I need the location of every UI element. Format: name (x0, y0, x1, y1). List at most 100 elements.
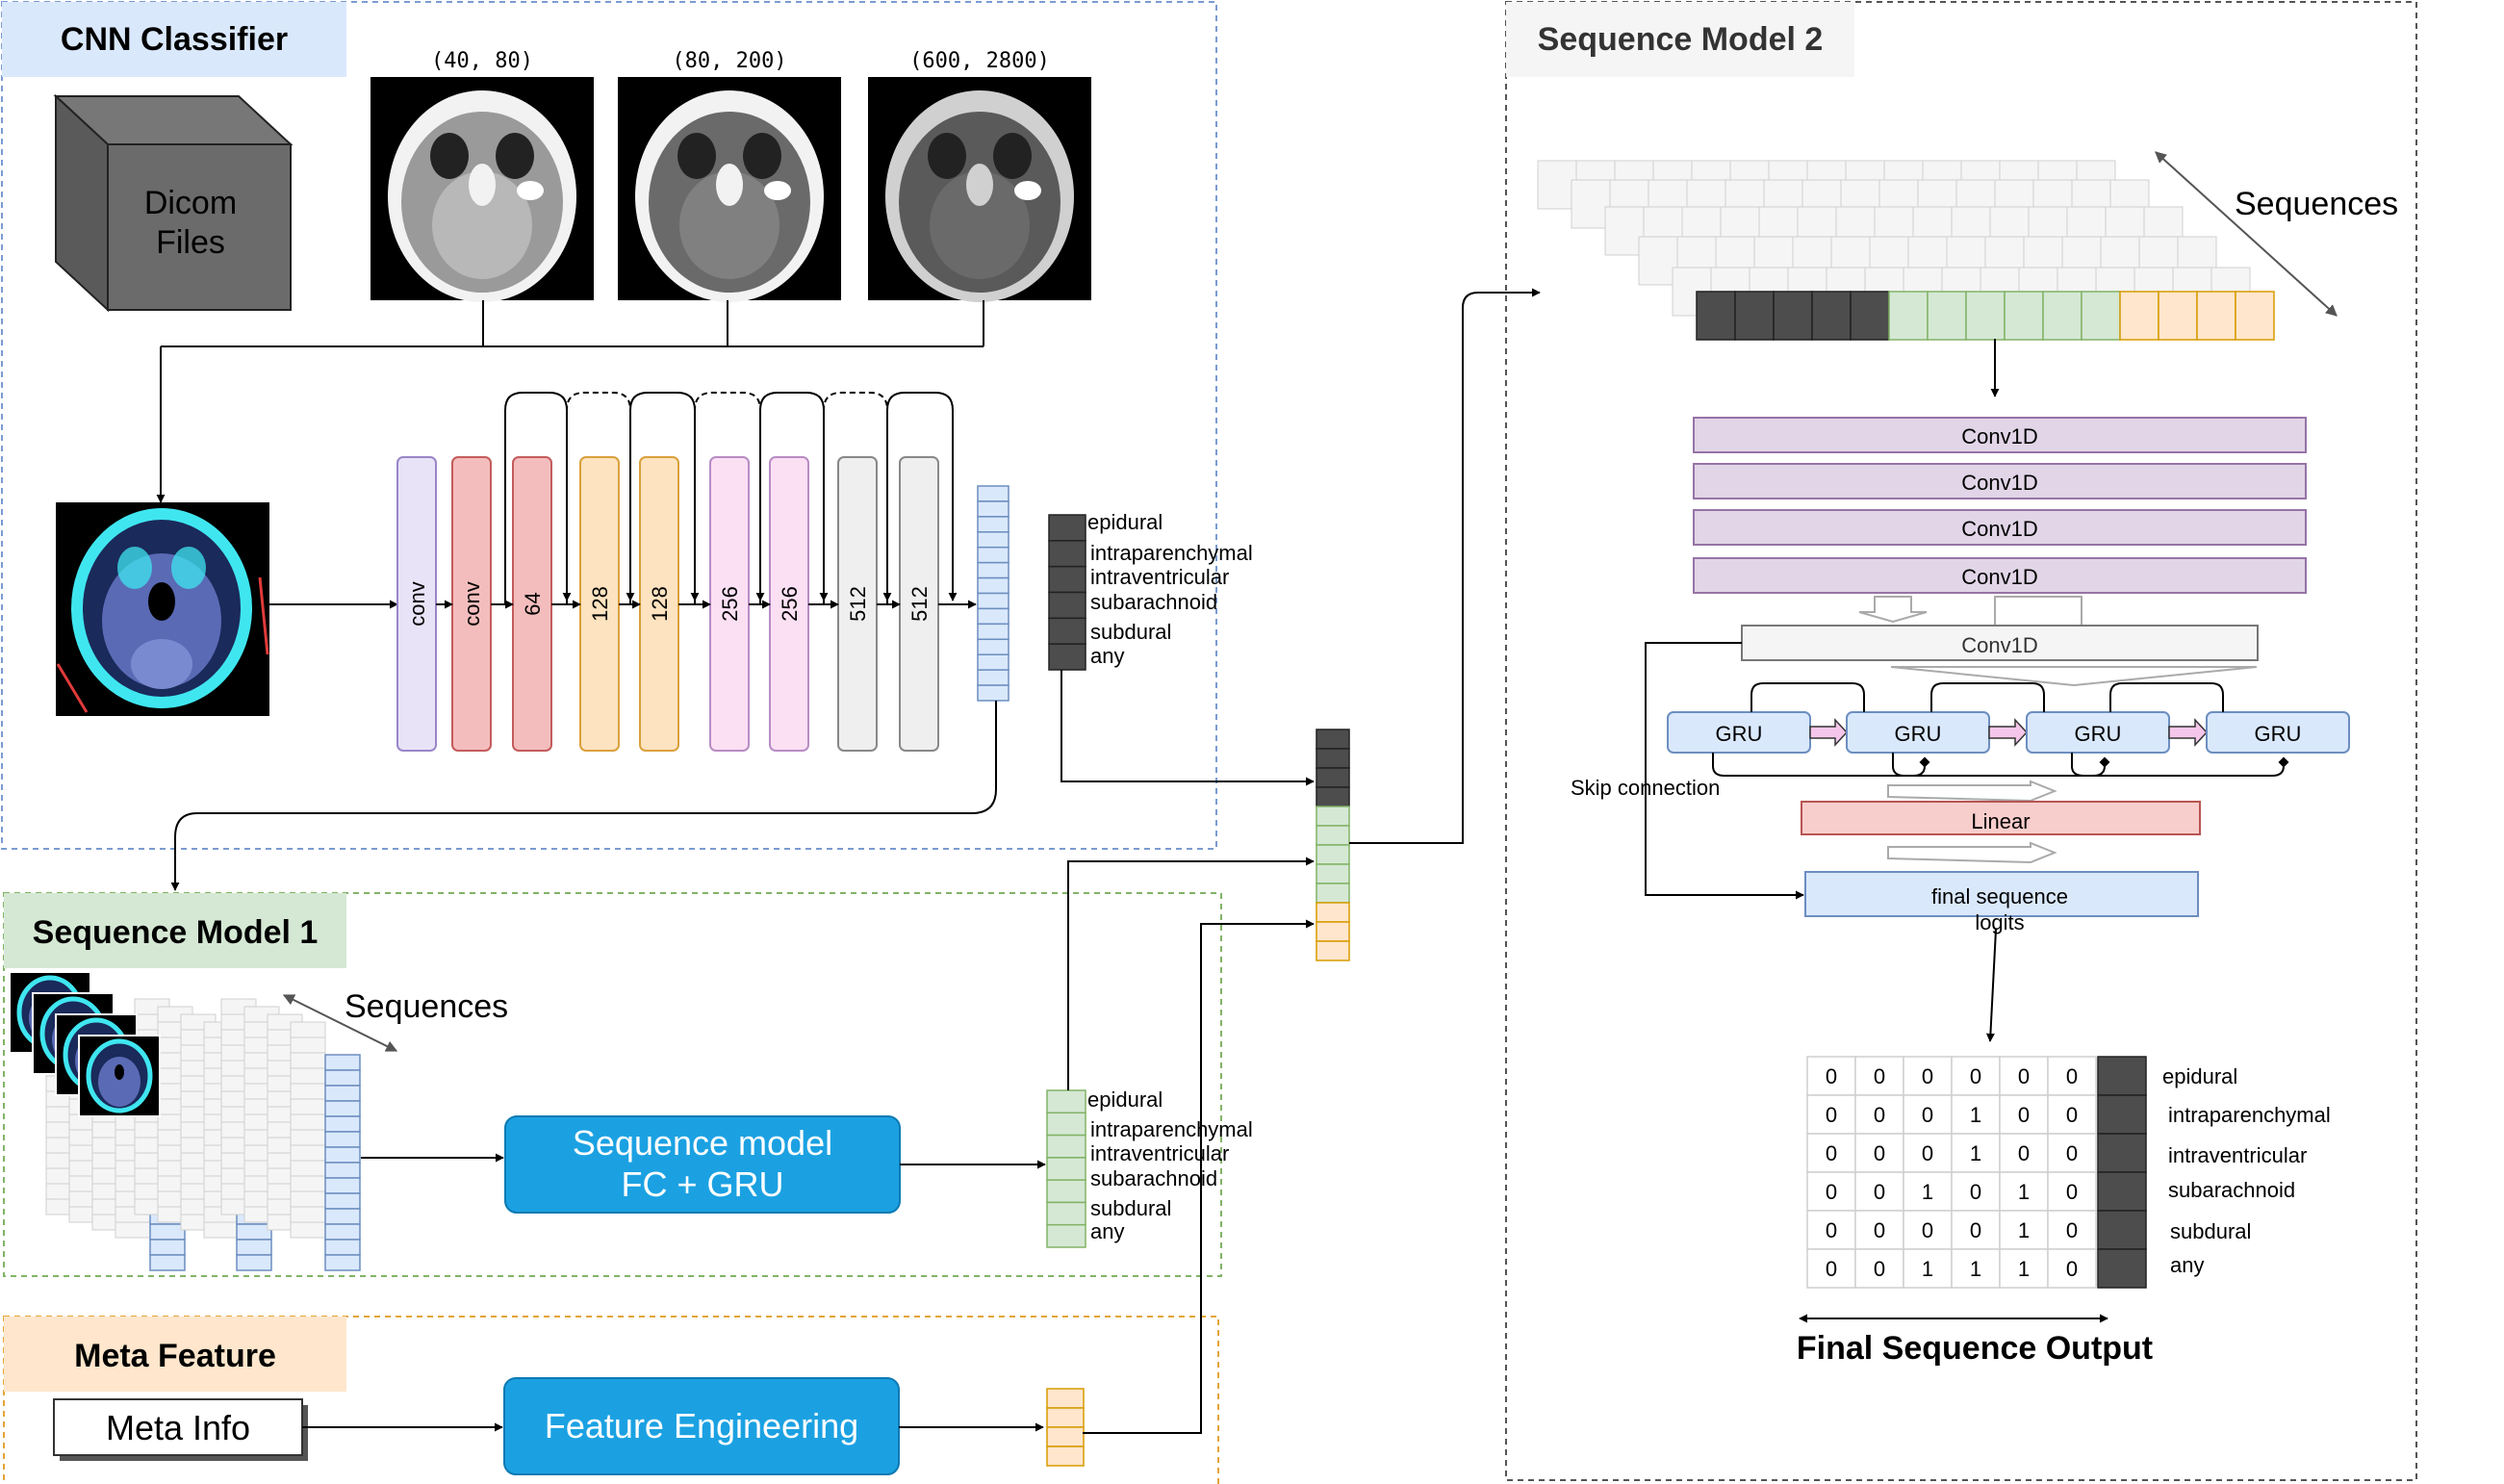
cnn-layer-label-5: 256 (718, 586, 742, 622)
cnn-class-1: intraparenchymal (1090, 541, 1253, 565)
combined-cell-6 (1316, 844, 1350, 865)
cnn-feat-cell-3 (977, 531, 1009, 549)
combined-cell-9 (1316, 902, 1350, 923)
seq2-front-6 (1927, 291, 1967, 341)
center-bone (716, 164, 743, 206)
cnn-layer-label-7: 512 (846, 586, 870, 622)
seq2-front-1 (1734, 291, 1775, 341)
matrix-value-5-5: 0 (2066, 1257, 2078, 1281)
window-image-0: (40, 80) (370, 49, 594, 302)
seq1-blue-1-11 (236, 1223, 272, 1241)
feature-engineering-box[interactable]: Feature Engineering (503, 1377, 900, 1475)
conv1d-box-1 (1693, 463, 2307, 499)
matrix-value-4-1: 0 (1874, 1218, 1885, 1242)
seq2-front-10 (2081, 291, 2121, 341)
matrix-value-0-4: 0 (2018, 1064, 2030, 1088)
matrix-cell-1-1 (1854, 1094, 1904, 1135)
meta-title-bg (4, 1317, 346, 1392)
window-image-1: (80, 200) (618, 49, 841, 302)
cnn-class-5: any (1090, 644, 1124, 668)
seq2-front-9 (2042, 291, 2082, 341)
meta-out-cell-2 (1046, 1426, 1085, 1447)
conv1d-label-3: Conv1D (1961, 565, 2037, 589)
seq2-bg-2-0 (1604, 206, 1645, 256)
gru-bottom-loop-2 (2071, 753, 2289, 777)
orbit-left (677, 133, 716, 179)
matrix-cell-4-4 (1999, 1210, 2049, 1250)
cnn-layer-label-3: 128 (588, 586, 612, 622)
meta-info-box[interactable]: Meta Info (53, 1398, 308, 1461)
dicom-label-2: Files (156, 224, 225, 261)
seq2-sequence-grid (1537, 160, 2275, 341)
seq1-gray-2-3-8 (290, 1144, 326, 1162)
meta-region (3, 1316, 1219, 1484)
center-bone (966, 164, 993, 206)
seq1-blue-2-3 (324, 1100, 361, 1117)
cnn-class-2: intraventricular (1090, 565, 1229, 589)
hollow-arrow-linear-final (1887, 841, 2057, 864)
seq1-sequences-arrow (282, 994, 398, 1052)
matrix-dark-3 (2097, 1171, 2147, 1212)
seq1-blue-2-12 (324, 1239, 361, 1256)
gru-label-1: GRU (1895, 722, 1942, 746)
linear-box[interactable] (1801, 801, 2201, 835)
seq2-sequences-arrow (2155, 151, 2338, 317)
cnn-feat-cell-7 (977, 592, 1009, 610)
seq2-front-5 (1888, 291, 1929, 341)
cnn-out-cell-2 (1048, 565, 1086, 594)
matrix-cell-2-2 (1903, 1133, 1953, 1173)
matrix-value-5-1: 0 (1874, 1257, 1885, 1281)
dicom-label-1: Dicom (144, 185, 237, 221)
matrix-value-0-2: 0 (1922, 1064, 1933, 1088)
orbit-right (993, 133, 1032, 179)
matrix-value-2-2: 0 (1922, 1141, 1933, 1165)
bone-fragment (1014, 181, 1041, 200)
conv1d-wide-box[interactable]: Conv1D (1741, 625, 2259, 661)
dicom-files-cube: Dicom Files (53, 93, 294, 313)
seq1-green-output (1046, 1089, 1086, 1248)
matrix-value-0-0: 0 (1826, 1064, 1837, 1088)
cnn-class-3: subarachnoid (1090, 590, 1217, 614)
seq1-out-cell-5 (1046, 1201, 1086, 1226)
sequence-model-box[interactable]: Sequence model FC + GRU (504, 1115, 901, 1214)
cnn-feat-cell-0 (977, 485, 1009, 502)
bone-fragment (517, 181, 544, 200)
matrix-value-2-0: 0 (1826, 1141, 1837, 1165)
seq1-class-0: epidural (1087, 1087, 1163, 1112)
seq1-class-3: subarachnoid (1090, 1166, 1217, 1190)
final-class-2: intraventricular (2168, 1143, 2307, 1167)
conv1d-box-0 (1693, 417, 2307, 453)
conv1d-box-2 (1693, 509, 2307, 546)
combined-cell-4 (1316, 806, 1350, 827)
gru-label-2: GRU (2075, 722, 2122, 746)
seq1-gray-2-3-4 (290, 1083, 326, 1100)
cnn-out-cell-3 (1048, 591, 1086, 620)
seq2-front-14 (2235, 291, 2275, 341)
final-logits-line2: logits (1975, 910, 2024, 934)
matrix-value-0-3: 0 (1970, 1064, 1981, 1088)
matrix-value-4-4: 1 (2018, 1218, 2030, 1242)
final-logits-box[interactable]: final sequence logits (1804, 871, 2199, 934)
matrix-cell-5-4 (1999, 1248, 2049, 1289)
window-images: (40, 80)(80, 200)(600, 2800) (370, 49, 1091, 302)
seq1-thumb-brain-3 (98, 1057, 141, 1107)
seq1-gray-2-3-2 (290, 1052, 326, 1069)
cnn-feat-cell-2 (977, 516, 1009, 533)
seq2-sequences-label: Sequences (2235, 186, 2398, 222)
matrix-value-0-1: 0 (1874, 1064, 1885, 1088)
seq1-gray-1-3-13 (203, 1221, 240, 1239)
seq1-out-cell-1 (1046, 1112, 1086, 1137)
matrix-value-5-3: 1 (1970, 1257, 1981, 1281)
seq1-out-cell-2 (1046, 1134, 1086, 1159)
seq1-region (3, 892, 1222, 1277)
seq1-gray-2-3-3 (290, 1067, 326, 1085)
seq1-out-cell-0 (1046, 1089, 1086, 1114)
matrix-value-4-2: 0 (1922, 1218, 1933, 1242)
meta-out-cell-1 (1046, 1407, 1085, 1428)
matrix-cell-3-2 (1903, 1171, 1953, 1212)
matrix-cell-5-5 (2047, 1248, 2097, 1289)
cnn-output-bar (1048, 514, 1086, 671)
